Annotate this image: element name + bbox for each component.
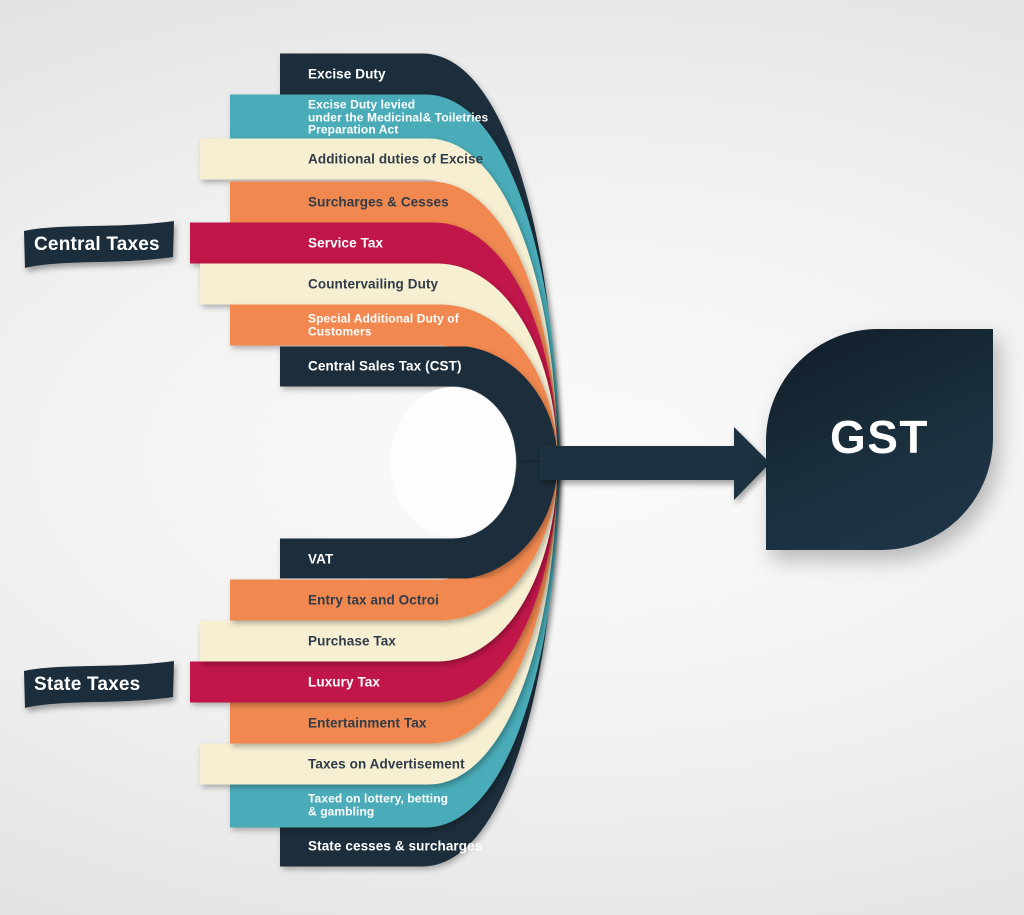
band-label-bottom-5: Taxes on Advertisement (308, 756, 465, 772)
band-label-top-1: Excise Duty levied under the Medicinal& … (308, 97, 489, 137)
band-label-bottom-4: Entertainment Tax (308, 715, 427, 731)
band-label-bottom-0: VAT (308, 551, 334, 567)
band-label-top-7: Central Sales Tax (CST) (308, 358, 462, 374)
band-label-bottom-1: Entry tax and Octroi (308, 592, 440, 608)
band-label-top-4: Service Tax (308, 235, 384, 251)
band-label-bottom-7: State cesses & surcharges (308, 838, 483, 854)
band-label-bottom-6: Taxed on lottery, betting & gambling (308, 791, 449, 818)
state-taxes-label: State Taxes (34, 674, 141, 695)
converge-inner-circle (390, 387, 516, 537)
band-label-top-0: Excise Duty (308, 66, 386, 82)
band-label-top-3: Surcharges & Cesses (308, 194, 449, 210)
gst-label: GST (829, 410, 930, 463)
band-label-top-2: Additional duties of Excise (308, 151, 484, 167)
band-ribbon-top-7 (280, 345, 558, 463)
central-taxes-label: Central Taxes (34, 234, 160, 255)
gst-arrow (540, 427, 770, 500)
arrow-head-icon (734, 427, 770, 500)
state-taxes-ribbon (24, 661, 174, 708)
band-label-top-5: Countervailing Duty (308, 276, 439, 292)
central-taxes-ribbon (24, 221, 174, 268)
band-ribbon-bottom-0 (280, 461, 558, 580)
band-label-bottom-3: Luxury Tax (308, 674, 381, 690)
band-label-top-6: Special Additional Duty of Customers (308, 311, 459, 338)
arrow-shaft (540, 446, 734, 480)
gst-badge: GST (766, 329, 993, 550)
band-label-bottom-2: Purchase Tax (308, 633, 396, 649)
